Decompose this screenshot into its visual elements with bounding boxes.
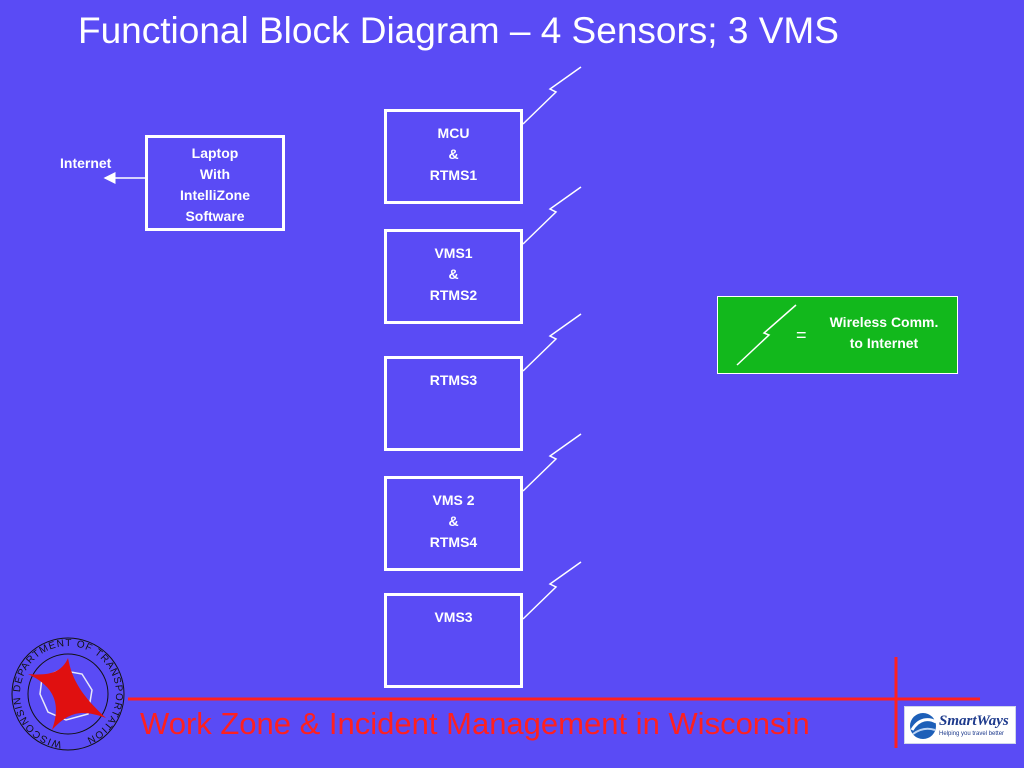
block-line: &	[448, 266, 459, 282]
smartways-logo: SmartWays Helping you travel better	[904, 706, 1016, 744]
block-vms2-rtms4: VMS 2 & RTMS4	[384, 476, 523, 571]
block-vms3: VMS3	[384, 593, 523, 688]
smartways-tagline: Helping you travel better	[939, 731, 1005, 737]
legend-line: to Internet	[849, 335, 919, 351]
legend-box: = Wireless Comm. to Internet	[717, 296, 958, 374]
wireless-bolt-icon	[522, 561, 582, 620]
lightning-icon	[736, 304, 797, 366]
smartways-name: SmartWays	[939, 713, 1009, 729]
wireless-bolt-icon	[522, 186, 582, 245]
block-line: VMS3	[434, 609, 473, 625]
wireless-bolt-icon	[522, 433, 582, 492]
page-title: Functional Block Diagram – 4 Sensors; 3 …	[78, 10, 839, 51]
laptop-line: Software	[185, 208, 245, 224]
block-line: RTMS2	[429, 287, 478, 303]
footer-title: Work Zone & Incident Management in Wisco…	[140, 706, 810, 741]
block-vms1-rtms2: VMS1 & RTMS2	[384, 229, 523, 324]
wireless-bolt-icon	[522, 313, 582, 372]
legend-line: Wireless Comm.	[829, 314, 939, 330]
internet-label: Internet	[60, 155, 112, 171]
block-line: &	[448, 513, 459, 529]
smartways-swoosh-icon	[910, 713, 937, 739]
wireless-bolt-icon	[522, 66, 582, 125]
laptop-line: With	[199, 166, 231, 182]
wisdot-logo: WISCONSIN DEPARTMENT OF TRANSPORTATION	[11, 637, 125, 751]
legend-text: Wireless Comm. to Internet	[814, 312, 954, 354]
laptop-line: Laptop	[191, 145, 239, 161]
block-line: &	[448, 146, 459, 162]
legend-equals: =	[796, 325, 807, 345]
block-line: MCU	[437, 125, 470, 141]
block-line: RTMS4	[429, 534, 478, 550]
block-line: VMS 2	[432, 492, 475, 508]
block-mcu-rtms1: MCU & RTMS1	[384, 109, 523, 204]
block-line: RTMS1	[429, 167, 478, 183]
block-line: RTMS3	[429, 372, 478, 388]
laptop-line: IntelliZone	[180, 187, 250, 203]
block-line: VMS1	[434, 245, 473, 261]
laptop-block: Laptop With IntelliZone Software	[145, 135, 285, 231]
block-rtms3: RTMS3	[384, 356, 523, 451]
